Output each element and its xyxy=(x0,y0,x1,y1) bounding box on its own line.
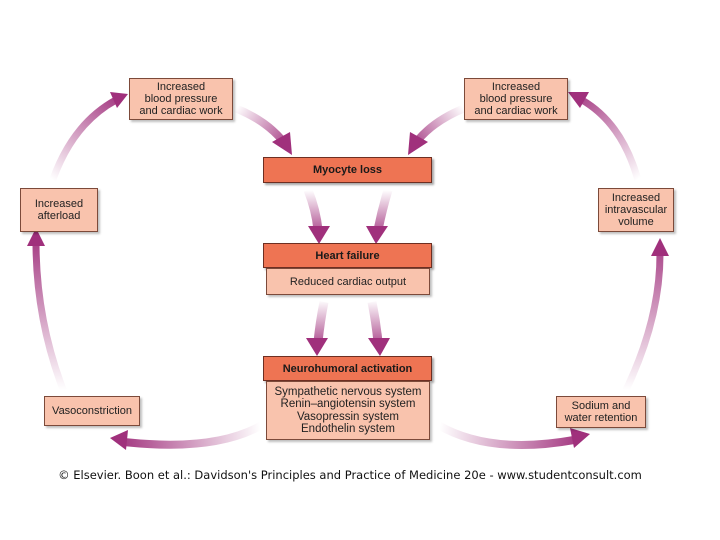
box-increased-intravascular-volume: Increased intravascular volume xyxy=(598,188,674,232)
box-sodium-water-retention: Sodium and water retention xyxy=(556,396,646,428)
box-blood-pressure-right: Increased blood pressure and cardiac wor… xyxy=(464,78,568,120)
arrow-sodium-to-volume xyxy=(621,238,669,394)
box-reduced-cardiac-output: Reduced cardiac output xyxy=(266,268,430,295)
box-increased-afterload: Increased afterload xyxy=(20,188,98,232)
arrow-neurohumoral-to-vasoconstriction xyxy=(110,421,264,450)
copyright-caption: © Elsevier. Boon et al.: Davidson's Prin… xyxy=(58,468,642,482)
arrow-afterload-to-blood-pressure xyxy=(46,92,128,190)
arrow-blood-pressure-to-myocyte-loss-left xyxy=(233,104,292,155)
arrow-output-to-neurohumoral xyxy=(306,301,390,356)
arrow-blood-pressure-to-myocyte-loss-right xyxy=(408,104,467,155)
box-neurohumoral-activation: Neurohumoral activation xyxy=(263,356,432,381)
box-heart-failure: Heart failure xyxy=(263,243,432,268)
box-myocyte-loss: Myocyte loss xyxy=(263,157,432,183)
box-neurohumoral-systems: Sympathetic nervous system Renin–angiote… xyxy=(266,381,430,440)
box-blood-pressure-left: Increased blood pressure and cardiac wor… xyxy=(129,78,233,120)
box-vasoconstriction: Vasoconstriction xyxy=(44,396,140,426)
arrow-neurohumoral-to-sodium xyxy=(436,421,590,449)
arrow-myocyte-loss-to-heart-failure xyxy=(303,188,393,244)
arrow-volume-to-blood-pressure xyxy=(568,92,644,189)
arrow-vasoconstriction-to-afterload xyxy=(27,228,68,394)
